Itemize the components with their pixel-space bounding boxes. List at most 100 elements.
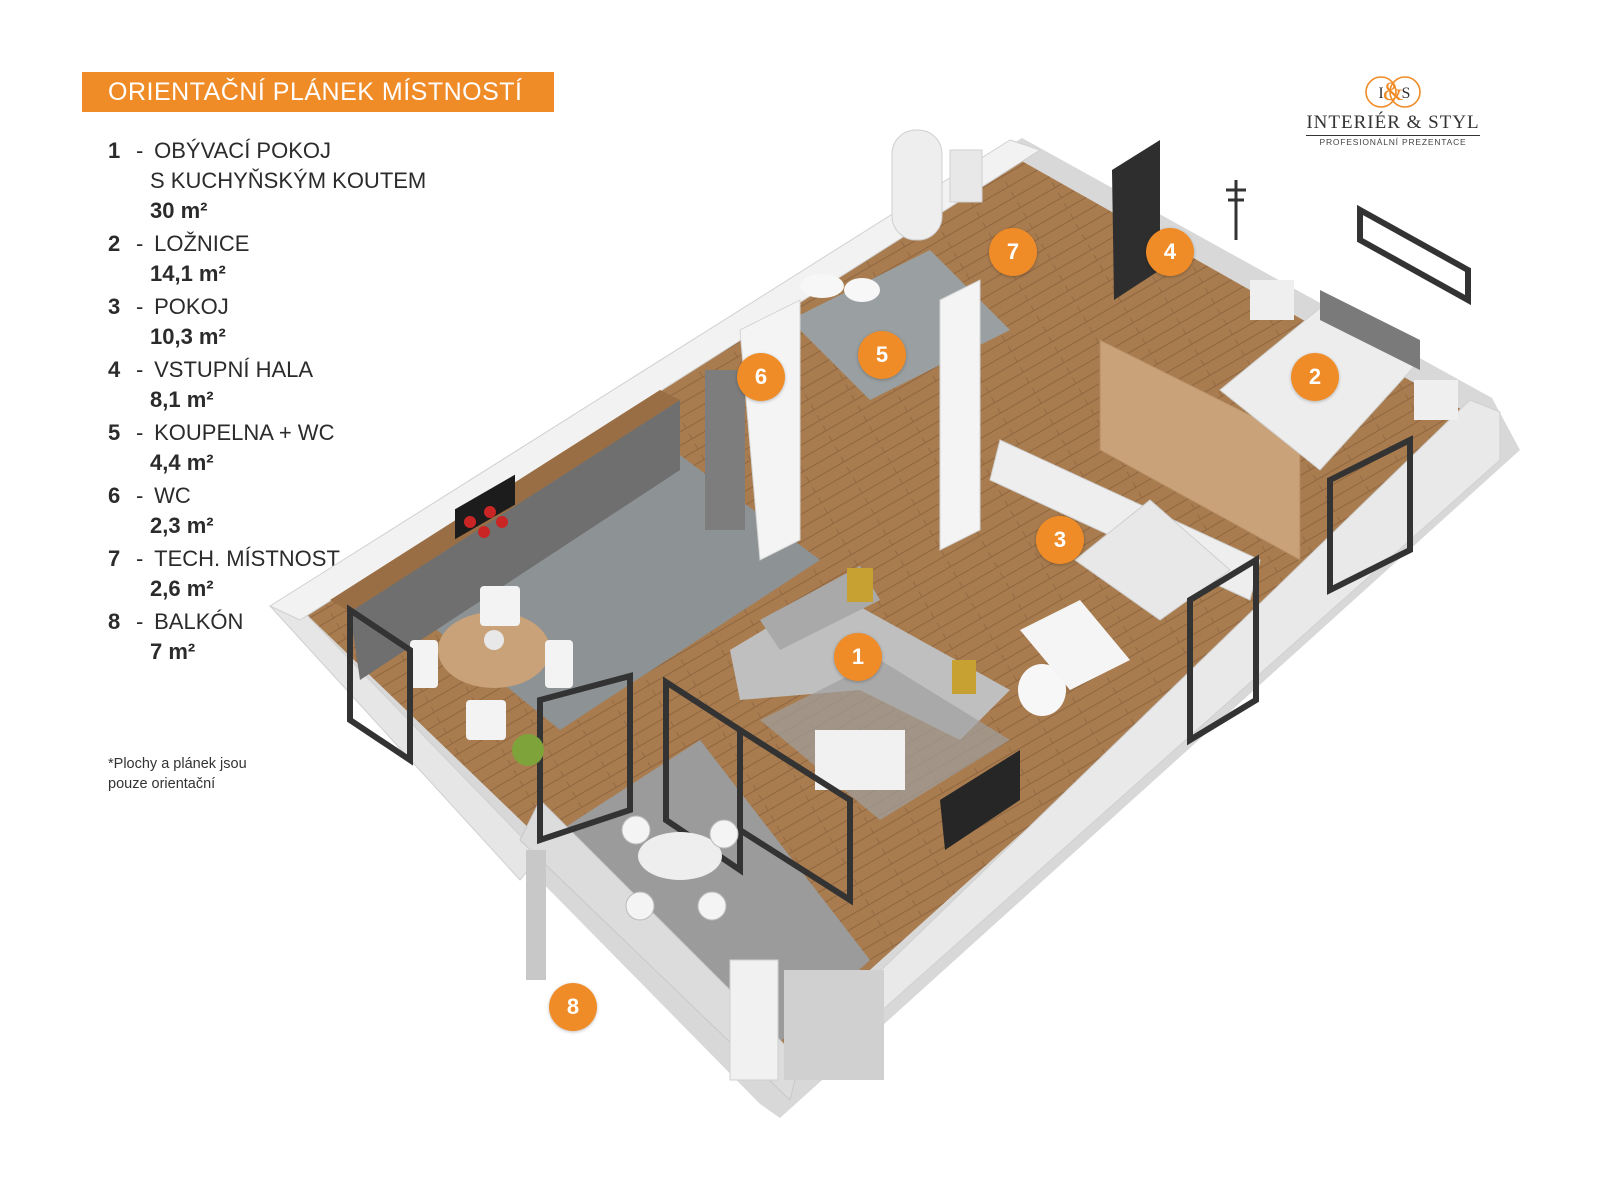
- room-dash: -: [136, 420, 144, 445]
- floor-lamp: [1018, 664, 1066, 716]
- logo-monogram: I & S: [1353, 70, 1433, 110]
- room-number: 6: [108, 483, 121, 508]
- room-number: 2: [108, 231, 121, 256]
- interior-wall-hall: [939, 279, 981, 551]
- window-room3: [1187, 554, 1259, 746]
- room-area: 7 m²: [150, 639, 196, 664]
- room-badge-6: 6: [737, 353, 785, 401]
- room-dash: -: [136, 609, 144, 634]
- room-area: 2,6 m²: [150, 576, 214, 601]
- legend-item-1: 1- OBÝVACÍ POKOJ S KUCHYŇSKÝM KOUTEM 30 …: [108, 136, 468, 226]
- room-dash: -: [136, 483, 144, 508]
- room-area: 4,4 m²: [150, 450, 214, 475]
- pillow: [847, 568, 873, 602]
- window-bedroom: [1357, 204, 1471, 306]
- washing-machine: [949, 149, 983, 203]
- room-number: 4: [108, 357, 121, 382]
- nightstand: [1414, 380, 1458, 420]
- room-name: WC: [154, 483, 191, 508]
- balcony-chair: [625, 891, 655, 921]
- outer-wall-right: [839, 399, 1501, 1031]
- note-line-1: *Plochy a plánek jsou: [108, 756, 247, 772]
- room-name: VSTUPNÍ HALA: [154, 357, 314, 382]
- room-name: LOŽNICE: [154, 231, 250, 256]
- room-badge-5: 5: [858, 331, 906, 379]
- brand-logo: I & S INTERIÉR & STYL PROFESIONÁLNÍ PREZ…: [1298, 70, 1488, 150]
- room-area: 30 m²: [150, 198, 208, 223]
- svg-text:&: &: [1383, 77, 1403, 106]
- balcony-railing: [784, 970, 884, 1080]
- legend-item-6: 6- WC 2,3 m²: [108, 481, 468, 541]
- pillow: [952, 660, 976, 694]
- room-number: 7: [108, 546, 121, 571]
- legend-item-7: 7- TECH. MÍSTNOST 2,6 m²: [108, 544, 468, 604]
- interior-wall-bedroom: [1099, 339, 1301, 561]
- nightstand: [1250, 280, 1294, 320]
- cooktop-burner: [484, 506, 496, 518]
- svg-text:S: S: [1402, 85, 1411, 102]
- room-number: 8: [108, 609, 121, 634]
- room-dash: -: [136, 357, 144, 382]
- balcony-table: [638, 832, 722, 880]
- balcony-chair: [709, 819, 739, 849]
- legend-item-8: 8- BALKÓN 7 m²: [108, 607, 468, 667]
- toilet: [844, 278, 880, 302]
- balcony-chair: [621, 815, 651, 845]
- cooktop-burner: [478, 526, 490, 538]
- room-badge-8: 8: [549, 983, 597, 1031]
- legend-item-5: 5- KOUPELNA + WC 4,4 m²: [108, 418, 468, 478]
- room-legend: 1- OBÝVACÍ POKOJ S KUCHYŇSKÝM KOUTEM 30 …: [108, 136, 468, 670]
- room-dash: -: [136, 546, 144, 571]
- glass-door-living-2: [663, 676, 743, 876]
- washbasin: [800, 274, 844, 298]
- logo-divider: [1306, 135, 1480, 136]
- legend-item-2: 2- LOŽNICE 14,1 m²: [108, 229, 468, 289]
- glass-door-living: [537, 672, 633, 845]
- disclaimer-note: *Plochy a plánek jsou pouze orientační: [108, 754, 247, 794]
- fridge: [705, 370, 745, 530]
- room-name: OBÝVACÍ POKOJ: [154, 138, 331, 163]
- room-badge-3: 3: [1036, 516, 1084, 564]
- tv: [940, 750, 1020, 850]
- coffee-table: [815, 730, 905, 790]
- note-line-2: pouze orientační: [108, 776, 216, 792]
- logo-name: INTERIÉR & STYL: [1306, 112, 1480, 133]
- bed-room3: [1074, 499, 1231, 621]
- plant: [512, 734, 544, 766]
- svg-text:I: I: [1378, 85, 1383, 102]
- room-badge-7: 7: [989, 228, 1037, 276]
- room-dash: -: [136, 294, 144, 319]
- legend-item-4: 4- VSTUPNÍ HALA 8,1 m²: [108, 355, 468, 415]
- room-badge-1: 1: [834, 633, 882, 681]
- room-badge-2: 2: [1291, 353, 1339, 401]
- flowers: [484, 630, 504, 650]
- room-area: 14,1 m²: [150, 261, 226, 286]
- bed-headboard: [1320, 290, 1420, 370]
- room-name: KOUPELNA + WC: [154, 420, 335, 445]
- dining-chair: [410, 640, 438, 688]
- kitchen-cabinets: [350, 400, 680, 680]
- outer-wall-top: [268, 139, 1042, 621]
- cooktop-burner: [496, 516, 508, 528]
- dining-chair: [480, 586, 520, 626]
- dining-chair: [466, 700, 506, 740]
- room-number: 3: [108, 294, 121, 319]
- balcony-chair: [697, 891, 727, 921]
- balcony-railing: [526, 850, 546, 980]
- logo-rings-icon: I & S: [1365, 76, 1421, 108]
- cooktop-burner: [464, 516, 476, 528]
- room-name-line2: S KUCHYŇSKÝM KOUTEM: [150, 168, 427, 193]
- water-heater: [891, 129, 943, 241]
- desk: [1020, 600, 1130, 690]
- room-number: 5: [108, 420, 121, 445]
- glass-door-kitchen: [347, 604, 413, 766]
- glass-partition: [737, 724, 853, 906]
- bathroom-tile-floor: [790, 250, 1010, 400]
- logo-tagline: PROFESIONÁLNÍ PREZENTACE: [1319, 137, 1467, 147]
- legend-item-3: 3- POKOJ 10,3 m²: [108, 292, 468, 352]
- room-badge-4: 4: [1146, 228, 1194, 276]
- page-title: ORIENTAČNÍ PLÁNEK MÍSTNOSTÍ: [82, 72, 554, 112]
- dining-chair: [545, 640, 573, 688]
- balcony-pillar: [729, 959, 779, 1081]
